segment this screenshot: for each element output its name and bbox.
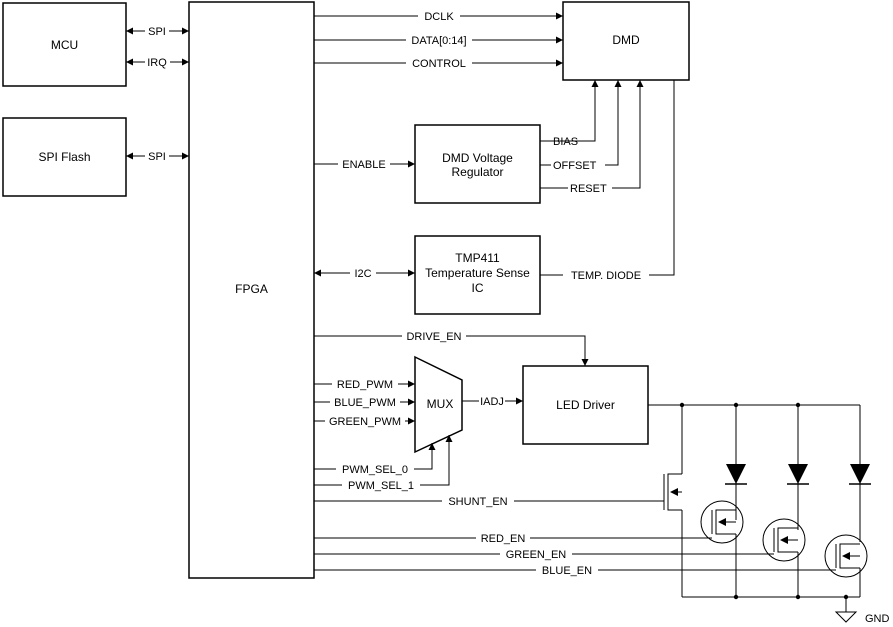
fpga-block: FPGA: [188, 1, 315, 579]
bias-label: BIAS: [553, 136, 578, 148]
green-pwm-label: GREEN_PWM: [329, 416, 401, 428]
dmd-regulator-label-2: Regulator: [451, 165, 503, 179]
drive-en-line: DRIVE_EN: [314, 329, 589, 366]
gnd-label: GND: [865, 613, 890, 625]
red-pwm-label: RED_PWM: [337, 379, 393, 391]
red-en-mosfet: [700, 500, 744, 597]
iadj-line: IADJ: [462, 394, 523, 408]
blue-pwm-label: BLUE_PWM: [334, 397, 396, 409]
spi-flash-line: SPI: [126, 149, 189, 163]
led-rail: [648, 402, 861, 542]
blue-en-line: BLUE_EN: [314, 563, 836, 577]
blue-en-mosfet: [824, 534, 868, 597]
mcu-label: MCU: [51, 38, 78, 52]
control-line: CONTROL: [314, 56, 563, 70]
green-en-mosfet: [762, 518, 806, 597]
pwm-sel-1-label: PWM_SEL_1: [348, 480, 414, 492]
reset-line: RESET: [540, 80, 644, 195]
pwm-sel-0-label: PWM_SEL_0: [342, 464, 408, 476]
ground-icon: GND: [834, 611, 890, 625]
spi-flash-block: SPI Flash: [2, 117, 127, 197]
blue-en-label: BLUE_EN: [542, 565, 592, 577]
reset-label: RESET: [570, 183, 607, 195]
i2c-label: I2C: [354, 268, 371, 280]
led-driver-block: LED Driver: [522, 365, 649, 445]
bias-line: BIAS: [540, 80, 599, 148]
spi-mcu-label: SPI: [148, 26, 166, 38]
red-led-diode: [725, 464, 747, 485]
led-driver-label: LED Driver: [556, 398, 615, 412]
shunt-en-label: SHUNT_EN: [448, 496, 507, 508]
dmd-label: DMD: [612, 33, 640, 47]
green-en-label: GREEN_EN: [506, 549, 567, 561]
spi-flash-label: SPI Flash: [38, 150, 90, 164]
temp-diode-label: TEMP. DIODE: [571, 270, 641, 282]
i2c-line: I2C: [314, 266, 415, 280]
blue-led-diode: [849, 464, 871, 485]
irq-label: IRQ: [147, 57, 167, 69]
pwm-sel-1-line: PWM_SEL_1: [314, 435, 453, 492]
spi-mcu-line: SPI: [126, 24, 189, 38]
dclk-line: DCLK: [314, 9, 563, 23]
enable-label: ENABLE: [342, 159, 385, 171]
ground-rail: [682, 594, 860, 612]
shunt-en-line: SHUNT_EN: [314, 494, 664, 508]
red-en-line: RED_EN: [314, 531, 712, 545]
tmp411-block: TMP411 Temperature Sense IC: [414, 235, 541, 315]
offset-label: OFFSET: [553, 160, 597, 172]
temp-diode-line: TEMP. DIODE: [540, 80, 675, 282]
enable-line: ENABLE: [314, 157, 415, 171]
dmd-block: DMD: [562, 1, 690, 81]
mux-label: MUX: [427, 397, 454, 411]
data-line: DATA[0:14]: [314, 33, 563, 47]
dclk-label: DCLK: [424, 11, 454, 23]
dmd-regulator-label-1: DMD Voltage: [442, 151, 513, 165]
dmd-regulator-block: DMD Voltage Regulator: [414, 124, 541, 204]
blue-pwm-line: BLUE_PWM: [314, 395, 415, 409]
tmp411-label-2: Temperature Sense: [425, 266, 530, 280]
mux-block: MUX: [414, 355, 463, 454]
green-en-line: GREEN_EN: [314, 547, 774, 561]
drive-en-label: DRIVE_EN: [406, 331, 461, 343]
green-pwm-line: GREEN_PWM: [314, 414, 415, 428]
fpga-label: FPGA: [235, 282, 268, 296]
shunt-transistor: [663, 405, 683, 597]
control-label: CONTROL: [412, 58, 466, 70]
red-pwm-line: RED_PWM: [314, 377, 415, 391]
pwm-sel-0-line: PWM_SEL_0: [314, 443, 436, 476]
iadj-label: IADJ: [480, 396, 504, 408]
green-led-diode: [787, 464, 809, 485]
red-en-label: RED_EN: [481, 533, 526, 545]
data-label: DATA[0:14]: [411, 35, 466, 47]
offset-line: OFFSET: [540, 80, 622, 172]
tmp411-label-1: TMP411: [455, 251, 500, 265]
tmp411-label-3: IC: [472, 281, 484, 295]
spi-flash-signal-label: SPI: [148, 151, 166, 163]
mcu-block: MCU: [2, 2, 127, 87]
irq-line: IRQ: [126, 55, 189, 69]
